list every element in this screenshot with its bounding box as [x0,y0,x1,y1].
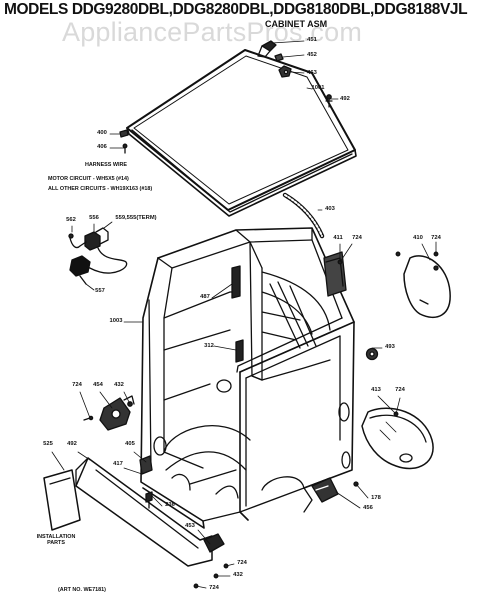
part-label-1001: 1001 [311,85,325,92]
part-label-525: 525 [43,441,53,448]
knob-493 [365,347,379,361]
bracket-405 [139,455,153,475]
screw-724-left [83,415,94,421]
clip-463 [278,65,292,78]
part-label-403: 403 [325,206,335,213]
bracket-452 [274,53,284,62]
screw-406 [122,143,128,154]
part-label-493: 493 [385,344,395,351]
part-label-432-a: 432 [114,382,124,389]
part-400 [119,129,129,138]
part-label-724-f: 724 [209,585,219,592]
harness-wire-assembly [68,227,128,285]
latch-454 [99,395,135,431]
part-label-724-c: 724 [72,382,82,389]
part-label-556: 556 [89,215,99,222]
part-label-410: 410 [413,235,423,242]
part-label-724-e: 724 [237,560,247,567]
part-label-411: 411 [333,235,343,242]
leader-lines [51,40,437,589]
diagram-title: MODELS DDG9280DBL,DDG8280DBL,DDG8180DBL,… [4,1,468,18]
toe-kick-492 [75,457,213,567]
art-number: (ART NO. WE7181) [58,587,106,593]
part-label-487: 487 [200,294,210,301]
part-label-405: 405 [125,441,135,448]
part-label-413: 413 [371,387,381,394]
installation-parts-label: INSTALLATION PARTS [36,534,76,547]
screw-492-top [325,94,333,108]
part-label-454: 454 [93,382,103,389]
part-label-417: 417 [113,461,123,468]
part-label-236: 236 [165,502,175,509]
part-label-312: 312 [204,343,214,350]
hinge-bracket-451 [257,40,277,58]
part-label-452: 452 [307,52,317,59]
part-label-432-b: 432 [233,572,243,579]
diagram-subtitle: CABINET ASM [265,19,328,29]
watermark: AppliancePartsPros.com [62,17,363,47]
part-label-724-d: 724 [395,387,405,394]
part-label-724-b: 724 [431,235,441,242]
part-label-1003: 1003 [109,318,123,325]
part-label-406: 406 [97,144,107,151]
part-456 [311,477,339,503]
part-label-451: 451 [307,37,317,44]
part-label-463: 463 [307,70,317,77]
bottom-screws [193,251,439,589]
top-panel [126,49,357,217]
part-label-492-top: 492 [340,96,350,103]
part-label-178: 178 [371,495,381,502]
main-cabinet-1003 [140,227,355,529]
rear-cover-410 [403,255,451,319]
part-label-562: 562 [66,217,76,224]
seal-strip-403 [282,192,325,239]
part-label-724-a: 724 [352,235,362,242]
leg-236 [145,491,153,509]
motor-circuit-note: MOTOR CIRCUIT - WH5X5 (#14) [48,176,129,182]
part-label-492-bottom: 492 [67,441,77,448]
part-label-557: 557 [95,288,105,295]
part-label-559: 559,555(TERM) [115,215,157,222]
switch-453 [203,533,225,553]
part-label-400: 400 [97,130,107,137]
access-cover-413 [361,407,434,470]
installation-parts-card-525 [43,469,81,531]
part-label-456: 456 [363,505,373,512]
other-circuits-note: ALL OTHER CIRCUITS - WH19X163 (#18) [48,186,153,192]
harness-wire-heading: HARNESS WIRE [85,162,127,168]
part-label-453: 453 [185,523,195,530]
